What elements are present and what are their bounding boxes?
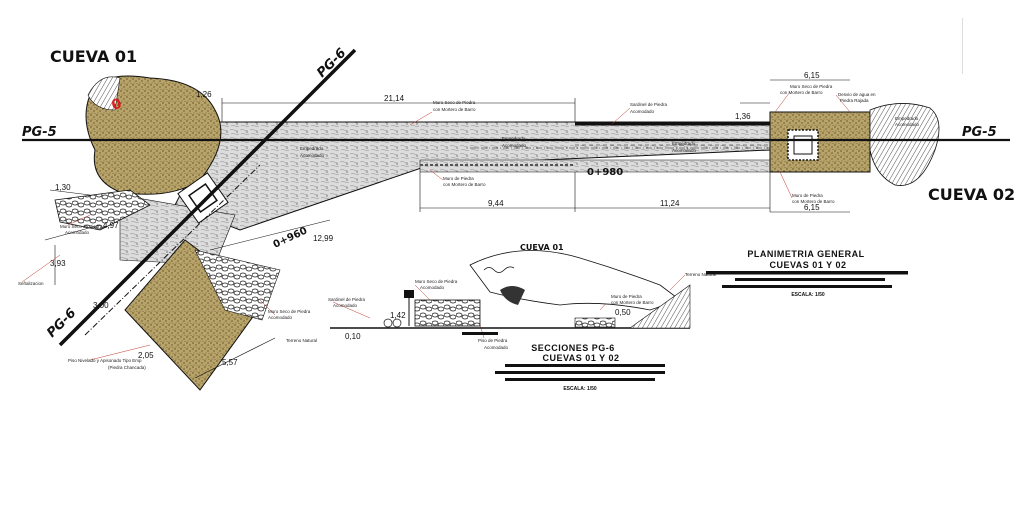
axis-pg5 xyxy=(22,138,1010,149)
note-empedrado-2: Empedrado xyxy=(502,136,526,141)
note-acomodado-cave2: Acomodado xyxy=(895,122,920,127)
note-sardinel-2: Sardinel de Piedra xyxy=(328,297,366,302)
note-muro-piedra-right: Muro de Piedra xyxy=(792,193,823,198)
note-con-mortero-top: con Mortero de Barro xyxy=(780,90,823,95)
note-muro-seco-sec: Muro Seco de Piedra xyxy=(415,279,458,284)
note-acomodado-center: Acomodado xyxy=(300,153,325,158)
note-empedrado-pg6: Empedrado xyxy=(672,141,696,146)
dim-9-44: 9,44 xyxy=(488,199,504,208)
note-empedrado-1: Empedrado xyxy=(300,146,324,151)
note-muro-seco-1: Muro Seco de Piedra xyxy=(433,100,476,105)
cave-02-label: CUEVA 02 xyxy=(928,185,1015,204)
dim-6-15-bottom: 6,15 xyxy=(804,203,820,212)
note-muro-seco-top: Muro Seco de Piedra xyxy=(790,84,833,89)
note-acomodado-left: Acomodado xyxy=(65,230,90,235)
note-piso-nivelado: Piso Nivelado y Apisonado Tipo Emp xyxy=(68,358,142,363)
dim-12-99: 12,99 xyxy=(313,234,334,243)
dim-4-97: 4,97 xyxy=(103,221,119,230)
cave-marker-glyph: 0 xyxy=(110,96,124,114)
note-sardinel-1: Sardinel de Piedra xyxy=(630,102,668,107)
note-muro-seco-left: Muro Seco de Piedra xyxy=(60,224,103,229)
viewer-edge-panel xyxy=(962,18,1022,74)
pg5-right-label: PG-5 xyxy=(962,125,997,140)
dimension-lines xyxy=(44,79,850,379)
note-muro-piedra-sec: Muro de Piedra xyxy=(611,294,642,299)
dim-0-50: 0,50 xyxy=(615,308,631,317)
note-con-mortero-bottom: con Mortero de Barro xyxy=(443,182,486,187)
planimetria-scale: ESCALA: 1/50 xyxy=(791,292,825,298)
dim-1-42: 1,42 xyxy=(390,311,406,320)
note-acomodado-2: Acomodado xyxy=(333,303,358,308)
note-terreno-natural-2: Terreno Natural xyxy=(685,272,716,277)
secciones-scale: ESCALA: 1/50 xyxy=(563,386,597,392)
note-con-mortero-right: con Mortero de Barro xyxy=(792,199,835,204)
planimetria-title: PLANIMETRIA GENERAL xyxy=(747,249,864,259)
dim-21-14: 21,14 xyxy=(384,94,405,103)
note-piso-piedra: Piso de Piedra xyxy=(478,338,508,343)
note-muro-piedra-bottom: Muro de Piedra xyxy=(443,176,474,181)
station-0980: 0+980 xyxy=(587,167,623,178)
note-acomodado-sec: Acomodado xyxy=(420,285,445,290)
leader-lines xyxy=(21,91,851,361)
note-piedra-rajada: Piedra Rajada xyxy=(840,98,869,103)
title-planimetria: PLANIMETRIA GENERAL CUEVAS 01 Y 02 ESCAL… xyxy=(706,249,908,298)
note-muro-seco-low: Muro Seco de Piedra xyxy=(268,309,311,314)
title-secciones: SECCIONES PG-6 CUEVAS 01 Y 02 ESCALA: 1/… xyxy=(495,343,665,392)
note-con-mortero-1: con Mortero de Barro xyxy=(433,107,476,112)
note-acomodado-sec2: Acomodado xyxy=(484,345,509,350)
dim-1-30: 1,30 xyxy=(55,183,71,192)
pg5-left-label: PG-5 xyxy=(22,125,57,140)
dim-11-24: 11,24 xyxy=(660,199,680,208)
dim-5-57: 5,57 xyxy=(222,358,238,367)
note-acomodado-low: Acomodado xyxy=(268,315,293,320)
dim-1-36: 1,36 xyxy=(735,112,751,121)
cave-01-label: CUEVA 01 xyxy=(50,47,137,66)
station-0960: 0+960 xyxy=(272,225,310,250)
secciones-title: SECCIONES PG-6 xyxy=(531,343,615,353)
dim-3-93: 3,93 xyxy=(50,259,66,268)
note-acomodado-pg6: Acomodado xyxy=(672,148,697,153)
axis-pg6 xyxy=(58,48,357,347)
section-drawing xyxy=(330,250,691,335)
note-terreno-natural: Terreno Natural xyxy=(286,338,317,343)
planimetria-subtitle: CUEVAS 01 Y 02 xyxy=(769,260,846,270)
note-desvio: Desvio de agua en xyxy=(838,92,876,97)
pg6-bottom-label: PG-6 xyxy=(44,306,79,341)
note-acomodado-right: Acomodado xyxy=(502,143,527,148)
note-piedra-chancada: (Piedra Chancada) xyxy=(108,365,146,370)
note-senalizacion: Señalizacion xyxy=(18,281,44,286)
dim-3-00: 3,00 xyxy=(93,301,109,310)
note-acomodado-1: Acomodado xyxy=(630,109,655,114)
dim-6-15-top: 6,15 xyxy=(804,71,820,80)
dim-0-10: 0,10 xyxy=(345,332,361,341)
dim-1-26: 1,26 xyxy=(196,90,212,99)
note-con-mortero-sec: con Mortero de Barro xyxy=(611,300,654,305)
cave-02-area xyxy=(769,103,940,186)
dim-2-05: 2,05 xyxy=(138,351,154,360)
secciones-subtitle: CUEVAS 01 Y 02 xyxy=(542,353,619,363)
section-cave-label: CUEVA 01 xyxy=(520,243,564,252)
note-empedrado-cave2: Empedrado xyxy=(895,116,919,121)
